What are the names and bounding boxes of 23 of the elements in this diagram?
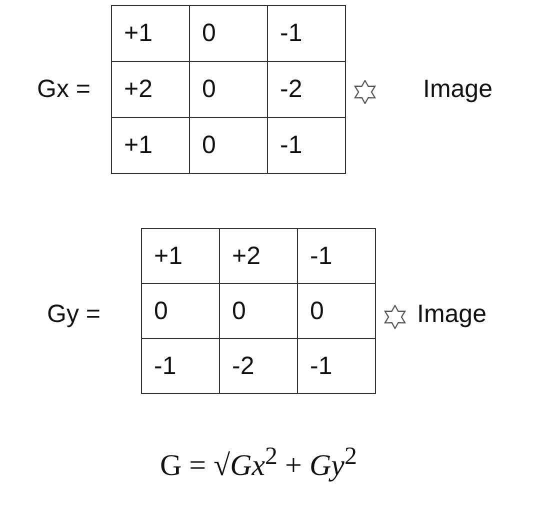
matrix-name: Gx = [37, 75, 90, 104]
matrix-cell: -1 [268, 6, 346, 62]
matrix-cell: +2 [112, 62, 190, 118]
matrix-cell: 0 [298, 284, 376, 338]
formula: G = √Gx$^{2}$ + Gy$^{2}$ [160, 443, 357, 483]
matrix-cell: -1 [268, 118, 346, 174]
operand-label: Image [423, 75, 492, 104]
matrix-cell: +1 [112, 6, 190, 62]
matrix-cell: 0 [190, 118, 268, 174]
matrix-cell: +1 [142, 228, 220, 284]
matrix-cell: 0 [190, 62, 268, 118]
matrix-cell: -2 [268, 62, 346, 118]
matrix-name: Gy = [47, 300, 100, 329]
matrix-cell: 0 [190, 6, 268, 62]
matrix-cell: -1 [298, 338, 376, 394]
matrix-cell: 0 [220, 284, 298, 338]
matrix-cell: -1 [298, 228, 376, 284]
matrix-cell: 0 [142, 284, 220, 338]
matrix-cell: -2 [220, 338, 298, 394]
matrix-cell: +1 [112, 118, 190, 174]
matrix-cell: -1 [142, 338, 220, 394]
operand-label: Image [417, 300, 486, 329]
matrix-cell: +2 [220, 228, 298, 284]
